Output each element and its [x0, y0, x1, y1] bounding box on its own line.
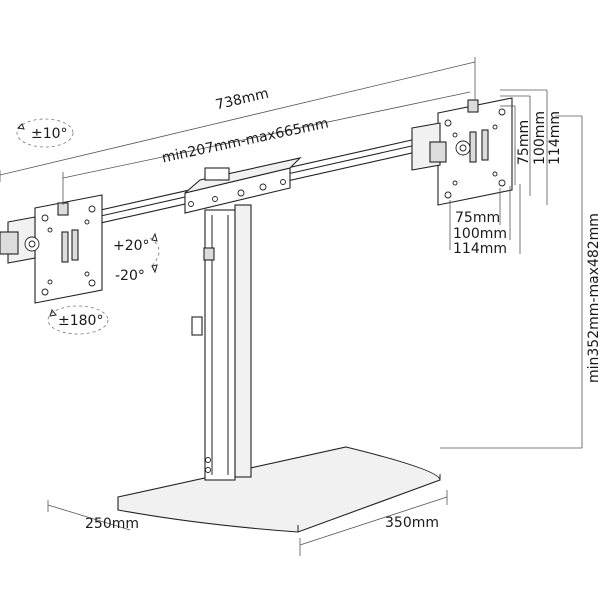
dim-vesa-horizontal-lines	[449, 184, 521, 254]
swivel-label: ±10°	[31, 126, 68, 142]
vesa-h-114-label: 114mm	[453, 241, 507, 257]
vesa-h-100-label: 100mm	[453, 226, 507, 242]
base-width-label: 350mm	[385, 515, 439, 531]
dim-vesa-vertical-lines	[500, 89, 548, 205]
rotate-label: ±180°	[58, 313, 103, 329]
arm-range-label: min207mm-max665mm	[161, 115, 331, 166]
height-range-label: min352mm-max482mm	[586, 213, 600, 383]
dim-total-width-line	[0, 57, 476, 182]
vesa-v-100-label: 100mm	[532, 111, 548, 165]
dim-base-lines	[47, 490, 448, 556]
tilt-up-label: +20°	[113, 238, 150, 254]
swivel-indicator	[16, 118, 74, 148]
column	[191, 204, 252, 481]
base-plate	[117, 446, 441, 533]
tilt-down-label: -20°	[115, 268, 145, 284]
dim-height-line	[440, 115, 583, 449]
dim-arm-range-line	[62, 91, 471, 205]
base-depth-label: 250mm	[85, 516, 139, 532]
left-vesa-plate	[0, 194, 103, 304]
right-vesa-plate	[411, 97, 513, 206]
vesa-v-75-label: 75mm	[516, 120, 532, 165]
total-width-label: 738mm	[214, 86, 270, 114]
tilt-indicator	[149, 232, 160, 274]
vesa-v-114-label: 114mm	[547, 111, 563, 165]
vesa-h-75-label: 75mm	[455, 210, 500, 226]
rotate-indicator	[47, 305, 109, 335]
